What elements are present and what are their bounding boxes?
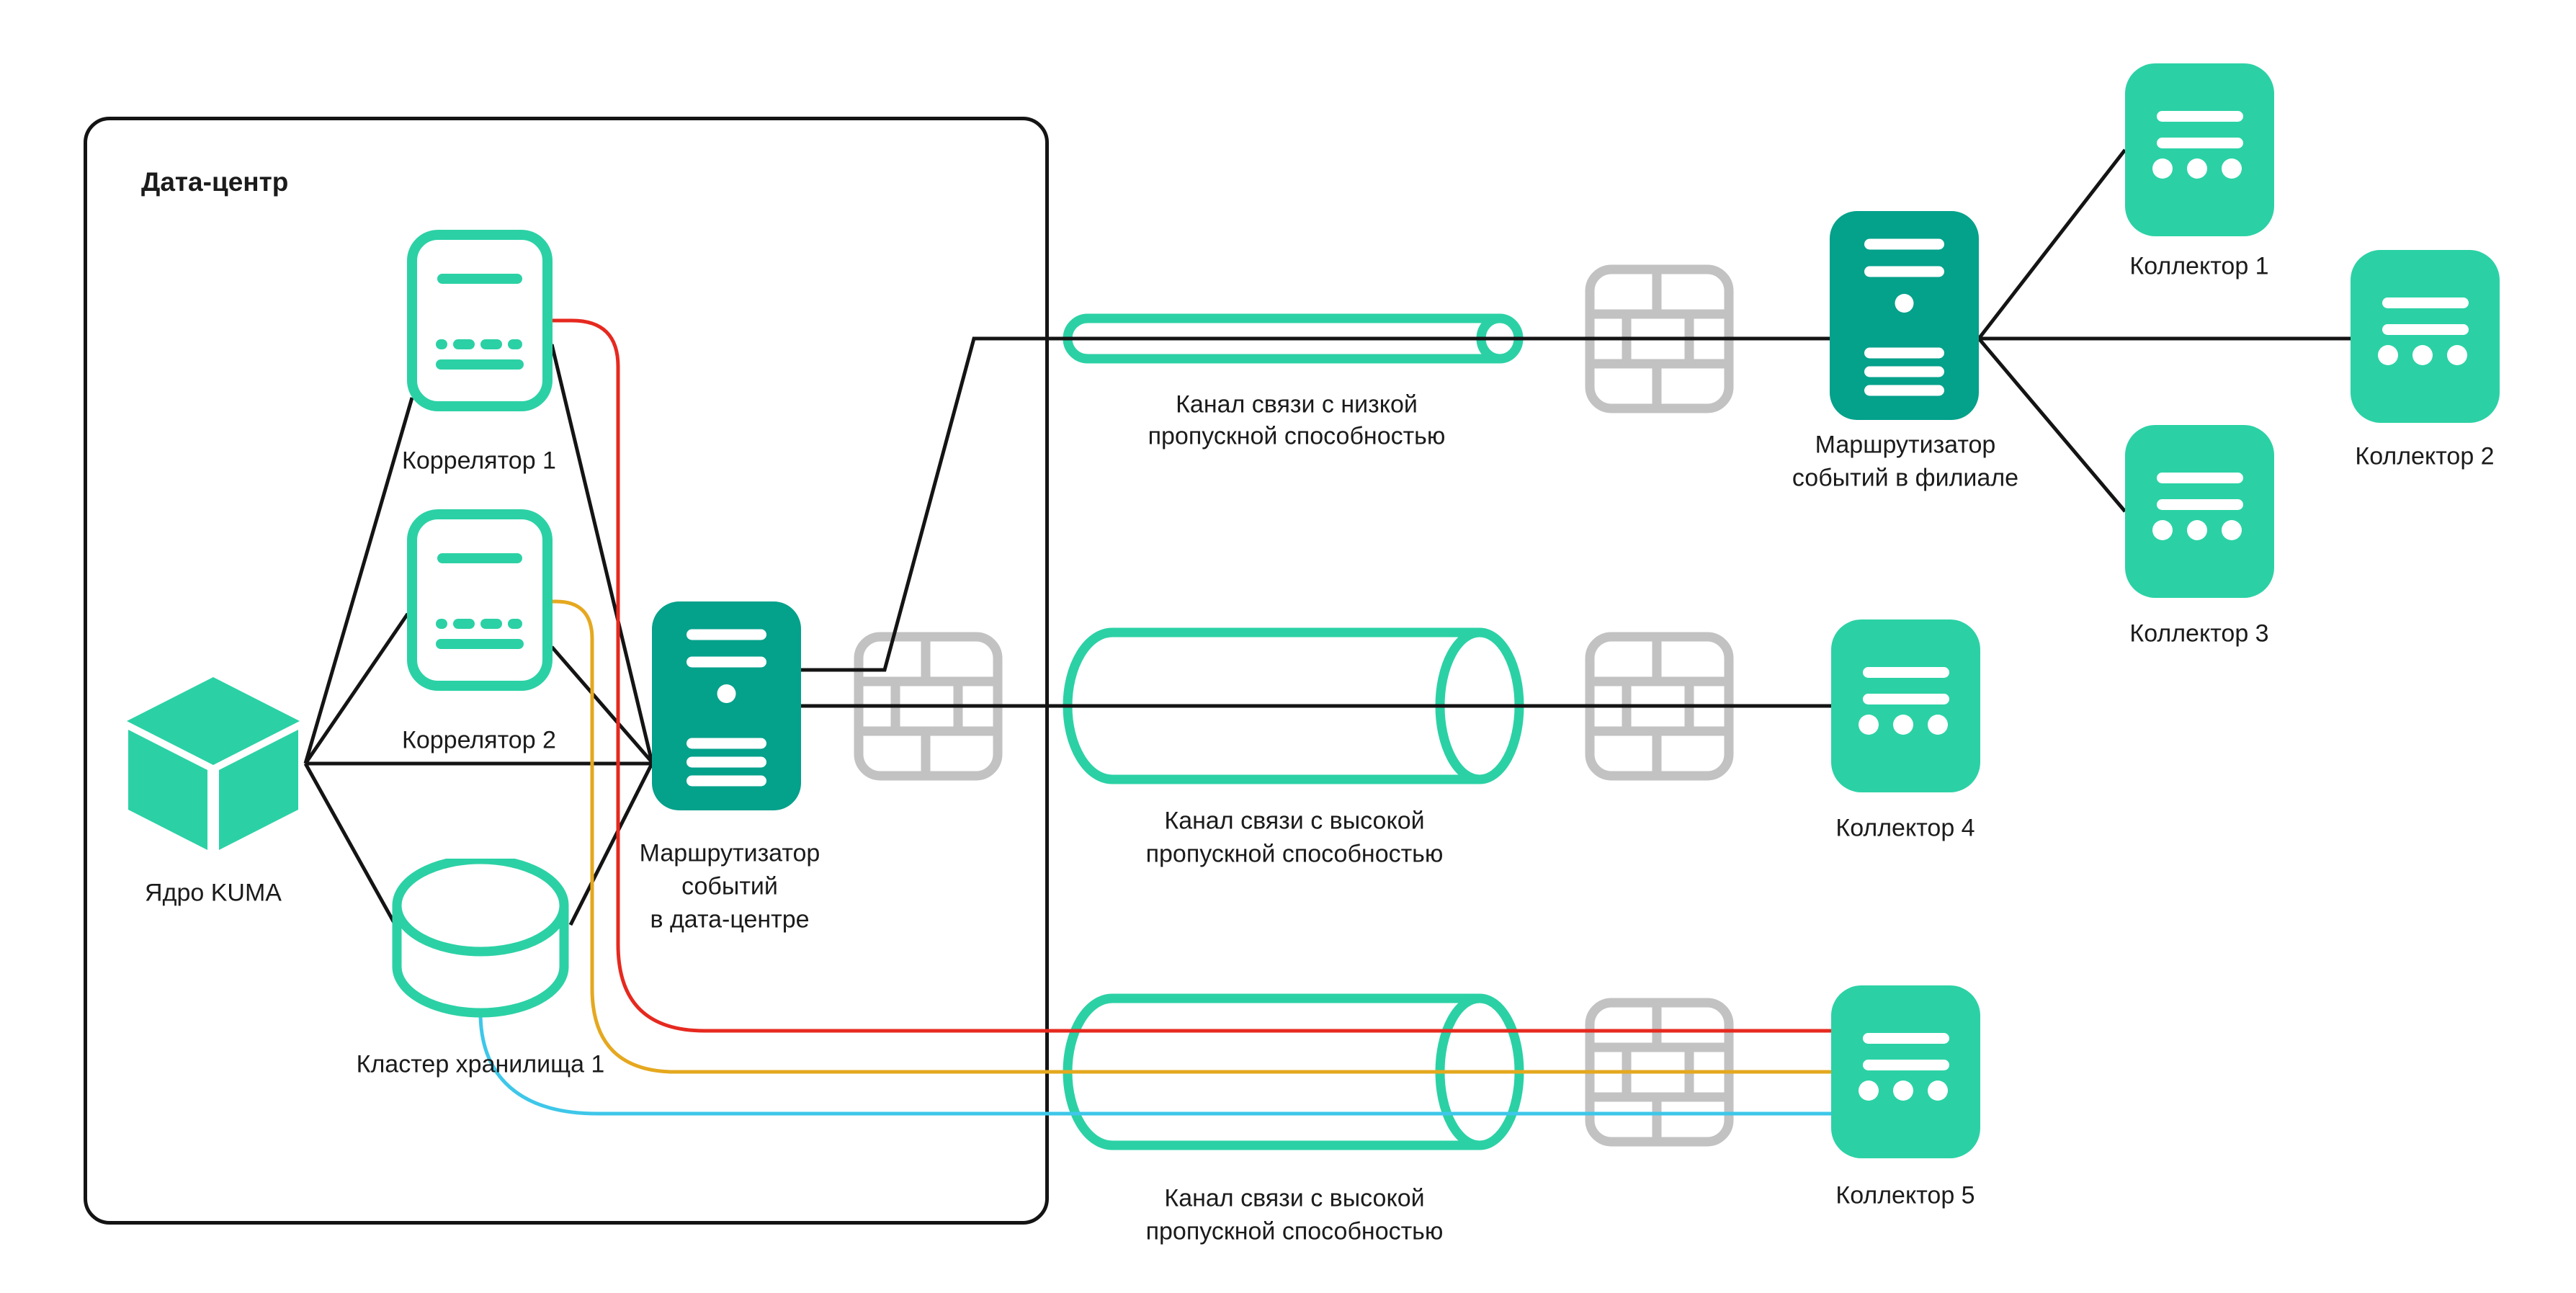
datacenter-title: Дата-центр xyxy=(141,167,289,197)
dc-router-icon xyxy=(652,601,801,810)
link-dc-router-branch-router xyxy=(801,336,1830,672)
link-core-correlator2 xyxy=(303,612,410,765)
high-bandwidth1-label-line2: пропускной способностью xyxy=(1145,840,1444,868)
kuma-core-label: Ядро KUMA xyxy=(145,879,282,907)
datacenter-boundary-box xyxy=(84,117,1049,1225)
collector3-label: Коллектор 3 xyxy=(2129,619,2269,648)
high-bandwidth1-label-line1: Канал связи с высокой xyxy=(1164,807,1425,835)
link-core-storage xyxy=(303,762,399,929)
kuma-core-icon xyxy=(127,677,300,850)
link-storage-collector5-cyan xyxy=(478,1012,1831,1116)
storage-cluster1-icon xyxy=(392,859,569,1018)
collector5-icon xyxy=(1831,985,1980,1158)
link-storage-dc-router xyxy=(568,762,654,926)
collector2-label: Коллектор 2 xyxy=(2355,442,2495,470)
link-branch-router-collector3 xyxy=(1977,337,2126,513)
link-correlator2-collector5-amber xyxy=(550,599,1831,1074)
low-bandwidth-label-line1: Канал связи с низкой xyxy=(1176,390,1418,419)
high-bandwidth2-label-line1: Канал связи с высокой xyxy=(1164,1184,1425,1212)
link-branch-router-collector1 xyxy=(1977,148,2126,340)
branch-router-label-line1: Маршрутизатор xyxy=(1815,431,1996,459)
link-correlator1-collector5-red xyxy=(550,318,1831,1033)
collector3-icon xyxy=(2125,425,2274,598)
collector1-label: Коллектор 1 xyxy=(2129,252,2269,280)
link-core-correlator1 xyxy=(303,397,414,764)
collector4-label: Коллектор 4 xyxy=(1835,814,1975,842)
dc-router-label-line3: в дата-центре xyxy=(650,905,810,934)
collector4-icon xyxy=(1831,619,1980,792)
dc-router-label-line2: событий xyxy=(681,872,778,900)
branch-router-label-line2: событий в филиале xyxy=(1792,464,2019,492)
high-bandwidth2-label-line2: пропускной способностью xyxy=(1145,1217,1444,1245)
storage-cluster1-label: Кластер хранилища 1 xyxy=(356,1050,605,1078)
link-correlator1-dc-router xyxy=(550,344,654,763)
collector2-icon xyxy=(2351,250,2500,423)
correlator2-icon xyxy=(407,509,553,691)
correlator1-icon xyxy=(407,230,553,411)
collector1-icon xyxy=(2125,63,2274,236)
dc-router-label-line1: Маршрутизатор xyxy=(639,839,820,867)
link-correlator2-dc-router xyxy=(550,645,653,764)
correlator1-label: Коррелятор 1 xyxy=(402,447,556,475)
low-bandwidth-label-line2: пропускной способностью xyxy=(1148,422,1446,450)
correlator2-label: Коррелятор 2 xyxy=(402,726,556,754)
collector5-label: Коллектор 5 xyxy=(1835,1181,1975,1209)
branch-router-icon xyxy=(1830,211,1979,420)
